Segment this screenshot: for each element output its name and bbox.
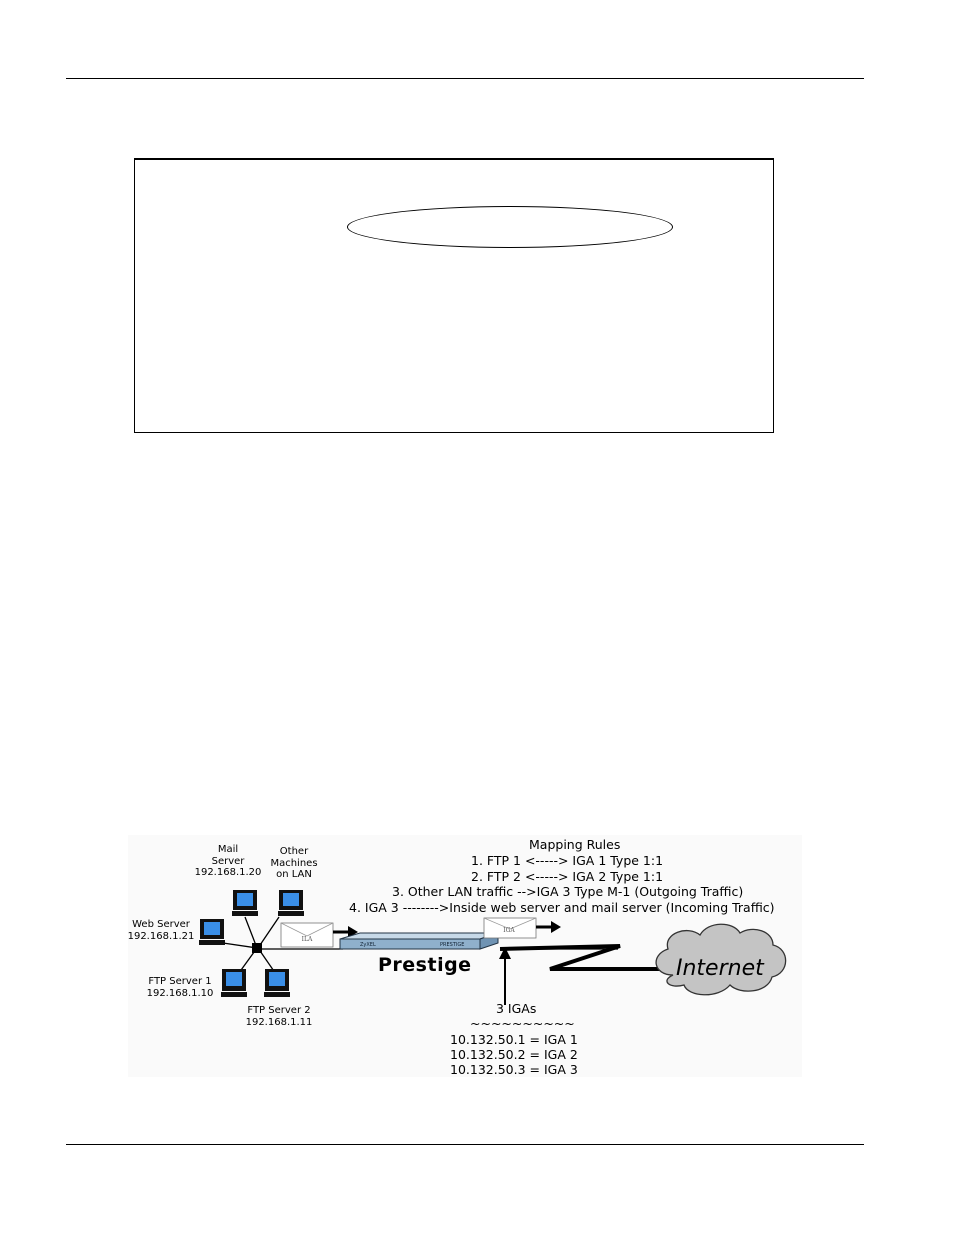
igas-divider: ~~~~~~~~~~: [470, 1016, 575, 1031]
web-server-name: Web Server: [124, 919, 198, 931]
device-brand-text: ZyXEL: [360, 942, 376, 948]
ftp-server-1-ip: 192.168.1.10: [142, 988, 218, 1000]
screen-capture-box: [134, 158, 774, 433]
mapping-rule-1: 1. FTP 1 <-----> IGA 1 Type 1:1: [471, 853, 663, 869]
igas-title: 3 IGAs: [496, 1001, 536, 1016]
mail-server-ip: 192.168.1.20: [190, 867, 266, 879]
iga-item-3: 10.132.50.3 = IGA 3: [450, 1062, 578, 1077]
web-server-computer-icon: [199, 919, 225, 945]
iga-arrow: [536, 921, 561, 933]
mapping-rules-title: Mapping Rules: [428, 837, 728, 853]
footer-rule: [66, 1144, 864, 1145]
mapping-rule-3: 3. Other LAN traffic -->IGA 3 Type M-1 (…: [392, 884, 743, 900]
ftp-server-1-label: FTP Server 1 192.168.1.10: [142, 976, 218, 999]
header-rule: [66, 78, 864, 79]
igas-up-arrow: [499, 947, 511, 1005]
internet-label: Internet: [676, 956, 764, 981]
screen-ellipse-callout: [347, 206, 673, 248]
ila-packet-text: ILA: [296, 934, 318, 946]
ftp-server-1-computer-icon: [221, 969, 247, 997]
mail-server-name: Mail Server: [190, 844, 266, 867]
device-model-text: PRESTIGE: [440, 942, 464, 948]
web-server-ip: 192.168.1.21: [124, 931, 198, 943]
web-server-label: Web Server 192.168.1.21: [124, 919, 198, 942]
ftp-server-2-computer-icon: [264, 969, 290, 997]
other-machines-label: Other Machines on LAN: [266, 846, 322, 881]
other-machines-computer-icon: [278, 890, 304, 916]
iga-packet-text: IGA: [498, 925, 520, 937]
mail-server-computer-icon: [232, 890, 258, 916]
mapping-rule-2: 2. FTP 2 <-----> IGA 2 Type 1:1: [471, 869, 663, 885]
ftp-server-2-label: FTP Server 2 192.168.1.11: [241, 1005, 317, 1028]
ftp-server-2-ip: 192.168.1.11: [241, 1017, 317, 1029]
ftp-server-2-name: FTP Server 2: [241, 1005, 317, 1017]
mapping-rule-4: 4. IGA 3 -------->Inside web server and …: [349, 900, 775, 916]
iga-item-2: 10.132.50.2 = IGA 2: [450, 1047, 578, 1062]
prestige-router-icon: ZyXEL PRESTIGE: [340, 933, 498, 949]
prestige-label: Prestige: [378, 954, 472, 976]
lan-hub: [252, 943, 262, 953]
nat-mapping-figure: ZyXEL PRESTIGE Mail Server 192.168.1.20: [128, 835, 802, 1077]
ftp-server-1-name: FTP Server 1: [142, 976, 218, 988]
mail-server-label: Mail Server 192.168.1.20: [190, 844, 266, 879]
iga-item-1: 10.132.50.1 = IGA 1: [450, 1032, 578, 1047]
